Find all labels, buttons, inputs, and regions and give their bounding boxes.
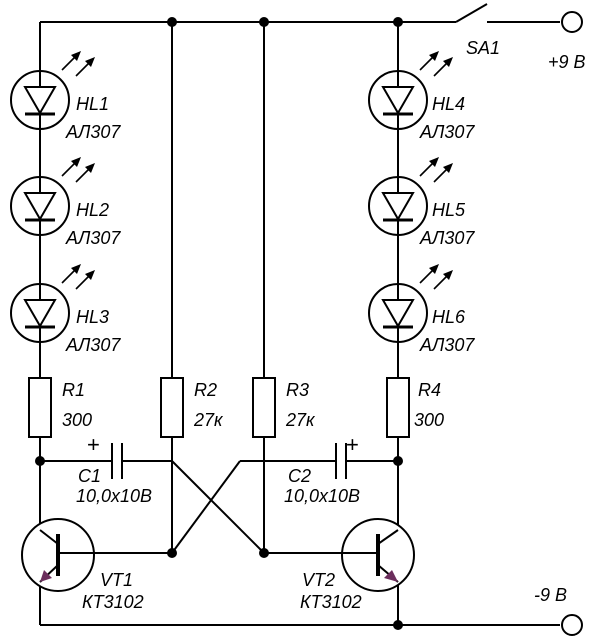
capacitor-c1: + C1 10,0x10В xyxy=(76,432,152,506)
capacitor-c2: + C2 10,0x10В xyxy=(284,432,360,506)
led-ref: HL2 xyxy=(76,200,109,220)
led-ref: HL3 xyxy=(76,307,109,327)
transistor-type: КТ3102 xyxy=(300,592,362,612)
resistor-value: 27к xyxy=(193,410,224,430)
resistor-value: 300 xyxy=(62,410,92,430)
terminal-negative[interactable] xyxy=(561,614,583,636)
transistor-type: КТ3102 xyxy=(82,592,144,612)
resistor-r2: R2 27к xyxy=(160,377,224,438)
transistor-ref: VT2 xyxy=(302,570,335,590)
led-type: АЛ307 xyxy=(419,228,475,248)
capacitor-ref: C2 xyxy=(288,466,311,486)
transistor-ref: VT1 xyxy=(100,570,133,590)
transistor-vt2: VT2 КТ3102 xyxy=(300,518,415,612)
led-icon xyxy=(9,262,97,344)
led-type: АЛ307 xyxy=(65,228,121,248)
resistor-value: 300 xyxy=(414,410,444,430)
junction-dot xyxy=(167,548,177,558)
led-ref: HL6 xyxy=(432,307,466,327)
junction-dot xyxy=(393,620,403,630)
led-icon xyxy=(9,49,97,131)
led-type: АЛ307 xyxy=(419,335,475,355)
capacitor-ref: C1 xyxy=(78,466,101,486)
led-hl4: HL4 АЛ307 xyxy=(367,49,475,142)
junctions xyxy=(35,17,403,630)
led-hl3: HL3 АЛ307 xyxy=(9,262,121,355)
switch-sa1[interactable]: SA1 xyxy=(455,3,500,58)
transistor-collector xyxy=(39,529,59,545)
terminal-positive[interactable] xyxy=(561,11,583,33)
led-icon xyxy=(367,262,455,344)
switch-blade xyxy=(455,3,488,23)
led-hl1: HL1 АЛ307 xyxy=(9,49,121,142)
junction-dot xyxy=(167,17,177,27)
transistor-vt1: VT1 КТ3102 xyxy=(21,518,144,612)
led-icon xyxy=(9,155,97,237)
resistor-body xyxy=(28,377,52,438)
capacitor-polarity: + xyxy=(87,432,100,457)
resistor-r1: R1 300 xyxy=(28,377,92,438)
led-hl5: HL5 АЛ307 xyxy=(367,155,475,248)
junction-dot xyxy=(35,456,45,466)
junction-dot xyxy=(393,456,403,466)
wire-cross-c2-to-vt1-base xyxy=(171,460,241,554)
wire-cross-c1-to-vt2-base xyxy=(171,460,265,554)
junction-dot xyxy=(259,548,269,558)
emitter-arrow-icon xyxy=(384,570,398,582)
resistor-ref: R4 xyxy=(418,380,441,400)
led-icon xyxy=(367,155,455,237)
transistor-collector xyxy=(377,529,399,545)
led-ref: HL5 xyxy=(432,200,466,220)
switch-label: SA1 xyxy=(466,38,500,58)
capacitor-polarity: + xyxy=(346,432,359,457)
emitter-arrow-icon xyxy=(40,570,52,582)
led-type: АЛ307 xyxy=(65,335,121,355)
terminal-positive-label: +9 В xyxy=(548,52,586,72)
resistor-r3: R3 27к xyxy=(252,377,316,438)
led-type: АЛ307 xyxy=(419,122,475,142)
capacitor-value: 10,0x10В xyxy=(76,486,152,506)
led-type: АЛ307 xyxy=(65,122,121,142)
resistor-ref: R2 xyxy=(194,380,217,400)
resistor-body xyxy=(386,377,410,438)
resistor-ref: R1 xyxy=(62,380,85,400)
led-ref: HL4 xyxy=(432,94,465,114)
capacitor-value: 10,0x10В xyxy=(284,486,360,506)
resistor-value: 27к xyxy=(285,410,316,430)
wires xyxy=(39,21,560,626)
junction-dot xyxy=(393,17,403,27)
terminal-negative-label: -9 В xyxy=(534,585,567,605)
resistor-r4: R4 300 xyxy=(386,377,444,438)
terminals: +9 В -9 В xyxy=(534,11,586,636)
resistor-body xyxy=(160,377,184,438)
led-ref: HL1 xyxy=(76,94,109,114)
resistor-body xyxy=(252,377,276,438)
led-icon xyxy=(367,49,455,131)
led-hl2: HL2 АЛ307 xyxy=(9,155,121,248)
led-hl6: HL6 АЛ307 xyxy=(367,262,475,355)
resistor-ref: R3 xyxy=(286,380,309,400)
junction-dot xyxy=(259,17,269,27)
